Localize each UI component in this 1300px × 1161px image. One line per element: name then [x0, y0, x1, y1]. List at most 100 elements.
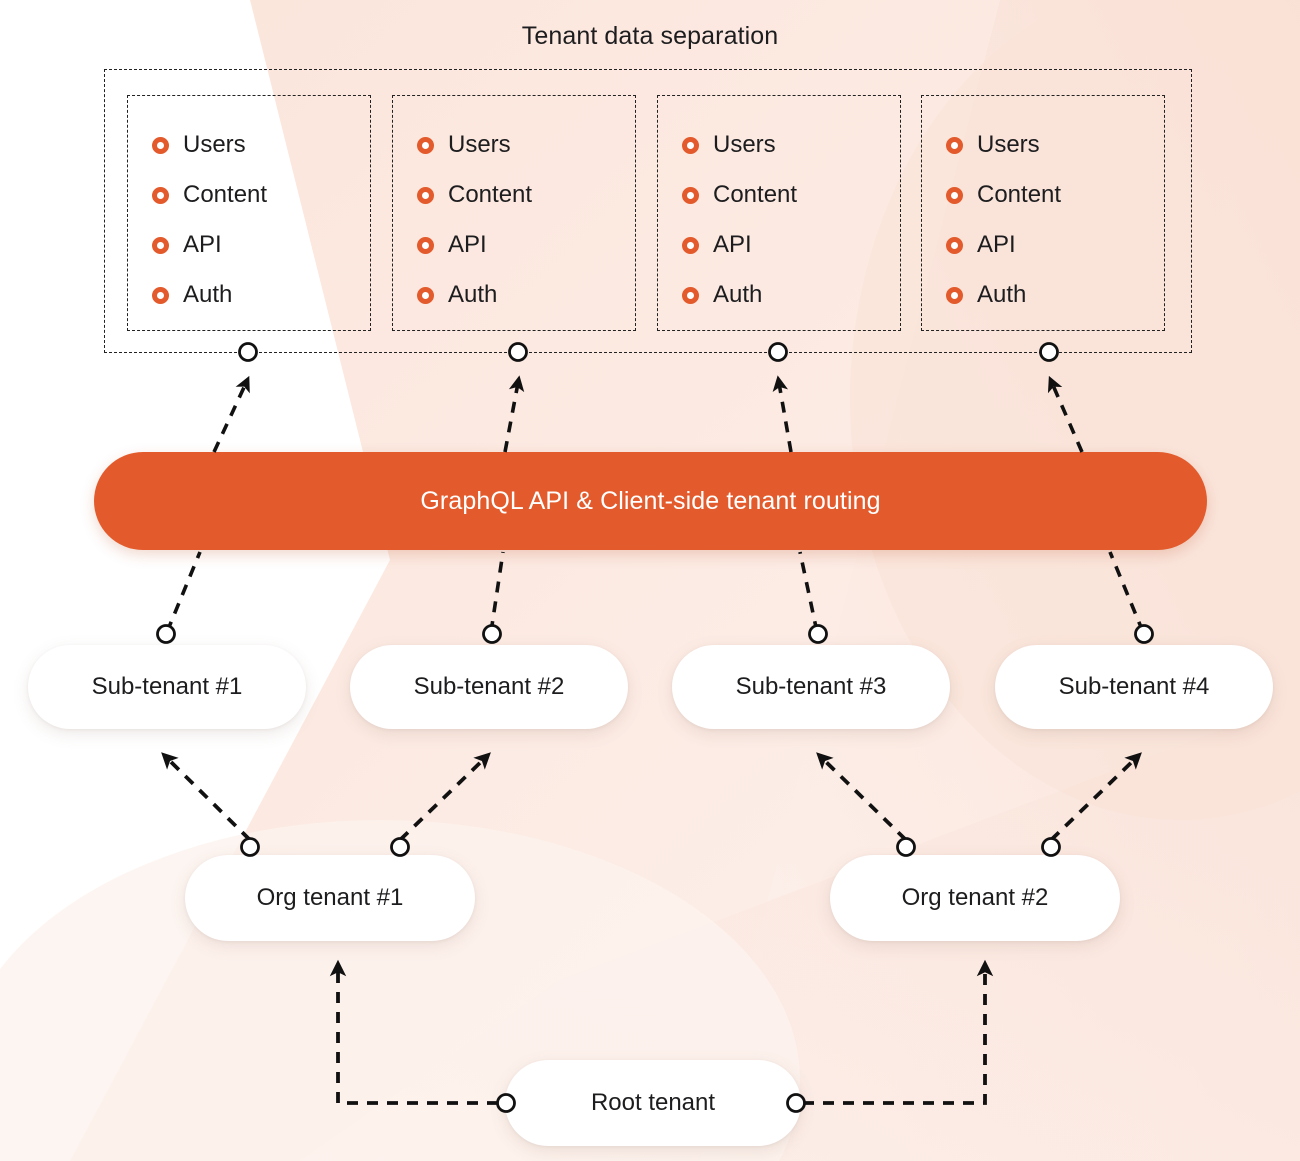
- root-to-org-arrows: [329, 959, 994, 1105]
- arrow-bar-to-tenant-1: [212, 375, 250, 453]
- arrow-bar-to-tenant-2: [503, 375, 525, 453]
- org-tenant-label: Org tenant #2: [901, 884, 1049, 911]
- graphql-routing-bar[interactable]: GraphQL API & Client-side tenant routing: [94, 452, 1207, 550]
- org-tenant-node-1[interactable]: Org tenant #1: [185, 855, 475, 941]
- arrow-org2-to-subtenant-4: [1049, 752, 1142, 842]
- resource-row: Content: [946, 170, 1164, 220]
- resource-label: Auth: [977, 281, 1027, 308]
- sub-tenant-label: Sub-tenant #1: [91, 673, 243, 700]
- org-tenant-label: Org tenant #1: [256, 884, 404, 911]
- resource-label: API: [448, 231, 487, 258]
- donut-bullet-icon: [682, 136, 699, 154]
- donut-bullet-icon: [152, 136, 169, 154]
- donut-bullet-icon: [682, 286, 699, 304]
- resource-label: Auth: [448, 281, 498, 308]
- root-tenant-label: Root tenant: [590, 1089, 716, 1116]
- connector-dot-tenant-4: [1039, 342, 1059, 362]
- resource-label: Users: [713, 131, 776, 158]
- connector-dot-subtenant-1: [156, 624, 176, 644]
- connector-dot-tenant-1: [238, 342, 258, 362]
- link-subtenant-4-to-bar: [1108, 551, 1145, 633]
- connector-dot-subtenant-2: [482, 624, 502, 644]
- donut-bullet-icon: [152, 186, 169, 204]
- connector-dots: [156, 342, 1154, 1113]
- resource-row: Users: [946, 120, 1164, 170]
- resource-row: Auth: [946, 270, 1164, 320]
- page-title: Tenant data separation: [521, 22, 779, 50]
- arrow-root-to-org1: [329, 959, 498, 1105]
- connector-dot-subtenant-4: [1134, 624, 1154, 644]
- resource-label: Content: [713, 181, 798, 208]
- arrow-org1-to-subtenant-1: [161, 752, 252, 842]
- resource-row: API: [946, 220, 1164, 270]
- sub-tenant-label: Sub-tenant #4: [1058, 673, 1210, 700]
- connector-dot-org2-left: [896, 837, 916, 857]
- resource-row: API: [417, 220, 635, 270]
- resource-row: Auth: [417, 270, 635, 320]
- resource-label: Users: [448, 131, 511, 158]
- sub-tenant-node-2[interactable]: Sub-tenant #2: [350, 645, 628, 729]
- sub-tenant-node-4[interactable]: Sub-tenant #4: [995, 645, 1273, 729]
- arrow-bar-to-tenant-4: [1047, 375, 1084, 453]
- resource-label: Auth: [713, 281, 763, 308]
- donut-bullet-icon: [417, 136, 434, 154]
- donut-bullet-icon: [417, 286, 434, 304]
- donut-bullet-icon: [946, 186, 963, 204]
- sub-tenant-node-3[interactable]: Sub-tenant #3: [672, 645, 950, 729]
- resource-label: Auth: [183, 281, 233, 308]
- resource-label: Users: [183, 131, 246, 158]
- arrow-org2-to-subtenant-3: [816, 752, 908, 842]
- resource-label: API: [713, 231, 752, 258]
- resource-label: Content: [183, 181, 268, 208]
- bar-to-tenant-arrows: [212, 375, 1084, 453]
- resource-row: Content: [417, 170, 635, 220]
- root-tenant-node[interactable]: Root tenant: [505, 1060, 801, 1146]
- connector-dot-tenant-2: [508, 342, 528, 362]
- resource-label: API: [183, 231, 222, 258]
- resource-row: Content: [152, 170, 370, 220]
- donut-bullet-icon: [152, 236, 169, 254]
- tenant-card-4: Users Content API Auth: [921, 95, 1165, 331]
- arrow-org1-to-subtenant-2: [398, 752, 491, 842]
- connector-dot-org2-right: [1041, 837, 1061, 857]
- connector-dot-org1-right: [390, 837, 410, 857]
- donut-bullet-icon: [946, 286, 963, 304]
- resource-row: Users: [417, 120, 635, 170]
- donut-bullet-icon: [152, 286, 169, 304]
- donut-bullet-icon: [946, 136, 963, 154]
- connector-dot-tenant-3: [768, 342, 788, 362]
- arrow-root-to-org2: [803, 959, 994, 1105]
- subtenant-to-bar-links: [165, 551, 1145, 633]
- arrow-bar-to-tenant-3: [772, 375, 793, 453]
- routing-bar-label: GraphQL API & Client-side tenant routing: [420, 486, 881, 515]
- resource-label: Content: [977, 181, 1062, 208]
- connector-dot-subtenant-3: [808, 624, 828, 644]
- resource-row: API: [682, 220, 900, 270]
- link-subtenant-3-to-bar: [798, 551, 819, 633]
- link-subtenant-2-to-bar: [489, 551, 505, 633]
- resource-label: Content: [448, 181, 533, 208]
- link-subtenant-1-to-bar: [165, 551, 202, 633]
- connector-dot-root-left: [496, 1093, 516, 1113]
- tenant-card-1: Users Content API Auth: [127, 95, 371, 331]
- resource-row: Users: [152, 120, 370, 170]
- resource-row: Auth: [152, 270, 370, 320]
- connector-dot-root-right: [786, 1093, 806, 1113]
- resource-label: API: [977, 231, 1016, 258]
- sub-tenant-node-1[interactable]: Sub-tenant #1: [28, 645, 306, 729]
- connector-dot-org1-left: [240, 837, 260, 857]
- donut-bullet-icon: [682, 236, 699, 254]
- resource-row: Content: [682, 170, 900, 220]
- resource-row: Users: [682, 120, 900, 170]
- resource-row: API: [152, 220, 370, 270]
- sub-tenant-label: Sub-tenant #3: [735, 673, 887, 700]
- org-tenant-node-2[interactable]: Org tenant #2: [830, 855, 1120, 941]
- resource-label: Users: [977, 131, 1040, 158]
- donut-bullet-icon: [417, 186, 434, 204]
- donut-bullet-icon: [946, 236, 963, 254]
- donut-bullet-icon: [417, 236, 434, 254]
- sub-tenant-label: Sub-tenant #2: [413, 673, 565, 700]
- tenant-card-3: Users Content API Auth: [657, 95, 901, 331]
- tenant-card-2: Users Content API Auth: [392, 95, 636, 331]
